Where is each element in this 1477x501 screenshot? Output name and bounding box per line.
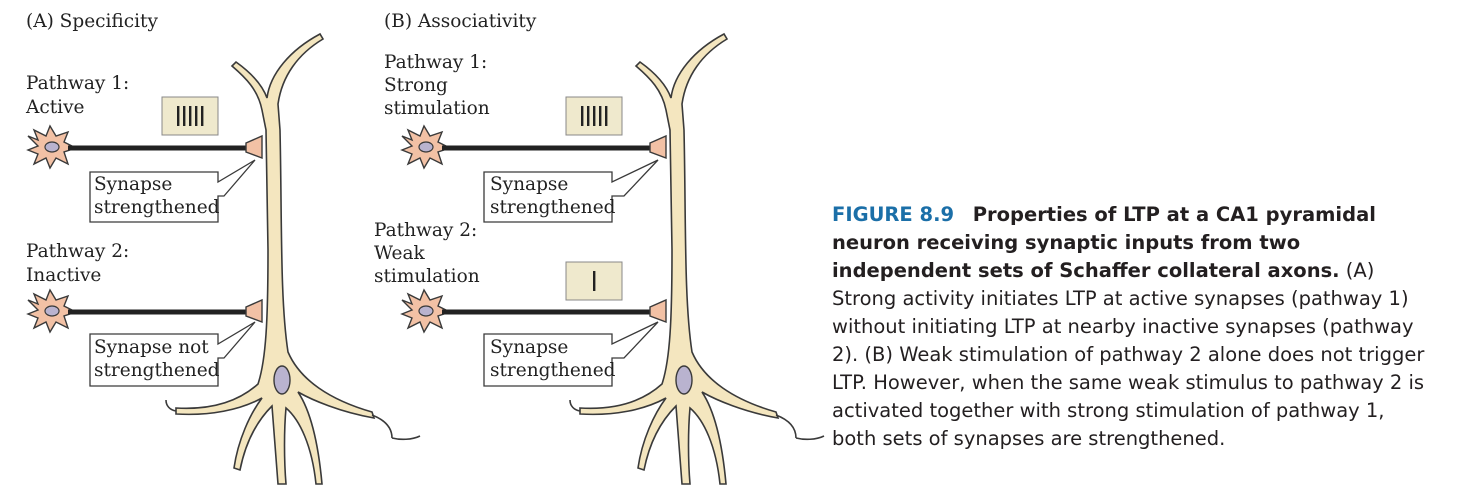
stimulus-bar (587, 106, 590, 126)
panel-a-heading: (A) Specificity (26, 11, 158, 32)
stimulus-bar (201, 106, 204, 126)
pathway2-stim-b: stimulation (374, 266, 480, 287)
stimulus-bar (189, 106, 192, 126)
axon-pathway2-b (400, 288, 667, 334)
figure-caption: FIGURE 8.9 Properties of LTP at a CA1 py… (832, 201, 1432, 453)
callout-1a-line1: Synapse (94, 174, 172, 195)
callout-box-2a (89, 321, 256, 387)
stimulus-bar (581, 106, 584, 126)
callout-1b-line2: strengthened (490, 197, 616, 218)
stimulus-bar (177, 106, 180, 126)
callout-box-1a (89, 159, 256, 223)
stimulus-bars-strong-b (581, 106, 608, 126)
nucleus-a (273, 365, 291, 395)
callout-box-1b (483, 159, 659, 223)
pyramidal-neuron-b (569, 32, 825, 485)
stimulus-bar (593, 106, 596, 126)
neuron-body-b (579, 32, 780, 485)
synapse-terminal-2a (245, 298, 263, 324)
pathway2-label-a: Pathway 2: (26, 241, 129, 262)
callout-2b-line1: Synapse (490, 337, 568, 358)
callout-1a-line2: strengthened (94, 197, 220, 218)
axon-pathway2-a (26, 288, 263, 334)
callout-1b-line1: Synapse (490, 174, 568, 195)
pathway1-label-b: Pathway 1: (384, 52, 487, 73)
pathway2-state-a: Inactive (26, 265, 101, 286)
stimulus-bars-strong-a (177, 106, 204, 126)
callout-2a-line1: Synapse not (94, 337, 209, 358)
panel-a: (A) Specificity Pathway 1: Active Synaps… (25, 11, 421, 485)
figure-title: Properties of LTP at a CA1 pyramidal neu… (832, 203, 1376, 282)
synapse-terminal-1a (245, 134, 263, 160)
figure-number: FIGURE 8.9 (832, 203, 955, 226)
axon-pathway1-b (400, 124, 667, 170)
synapse-terminal-2b (649, 298, 667, 324)
pathway2-label-b: Pathway 2: (374, 220, 477, 241)
stimulus-bar (599, 106, 602, 126)
pathway1-stim-b: stimulation (384, 98, 490, 119)
axon-pathway1-a (26, 124, 263, 170)
stimulus-bar (605, 106, 608, 126)
synapse-terminal-1b (649, 134, 667, 160)
pathway1-strength-b: Strong (384, 75, 448, 96)
pathway2-strength-b: Weak (374, 243, 425, 264)
callout-2a-line2: strengthened (94, 360, 220, 381)
pyramidal-neuron-a (165, 32, 421, 485)
callout-box-2b (483, 321, 659, 387)
pathway1-state-a: Active (25, 97, 85, 118)
stimulus-bar (195, 106, 198, 126)
panel-b: (B) Associativity Pathway 1: Strong stim… (374, 11, 825, 485)
neuron-body-a (175, 32, 376, 485)
stimulus-bars-weak-b (593, 271, 596, 291)
callout-2b-line2: strengthened (490, 360, 616, 381)
stimulus-bar (593, 271, 596, 291)
figure-body: (A) Strong activity initiates LTP at act… (832, 259, 1425, 450)
nucleus-b (675, 365, 693, 395)
stimulus-bar (183, 106, 186, 126)
pathway1-label-a: Pathway 1: (26, 73, 129, 94)
panel-b-heading: (B) Associativity (384, 11, 537, 32)
